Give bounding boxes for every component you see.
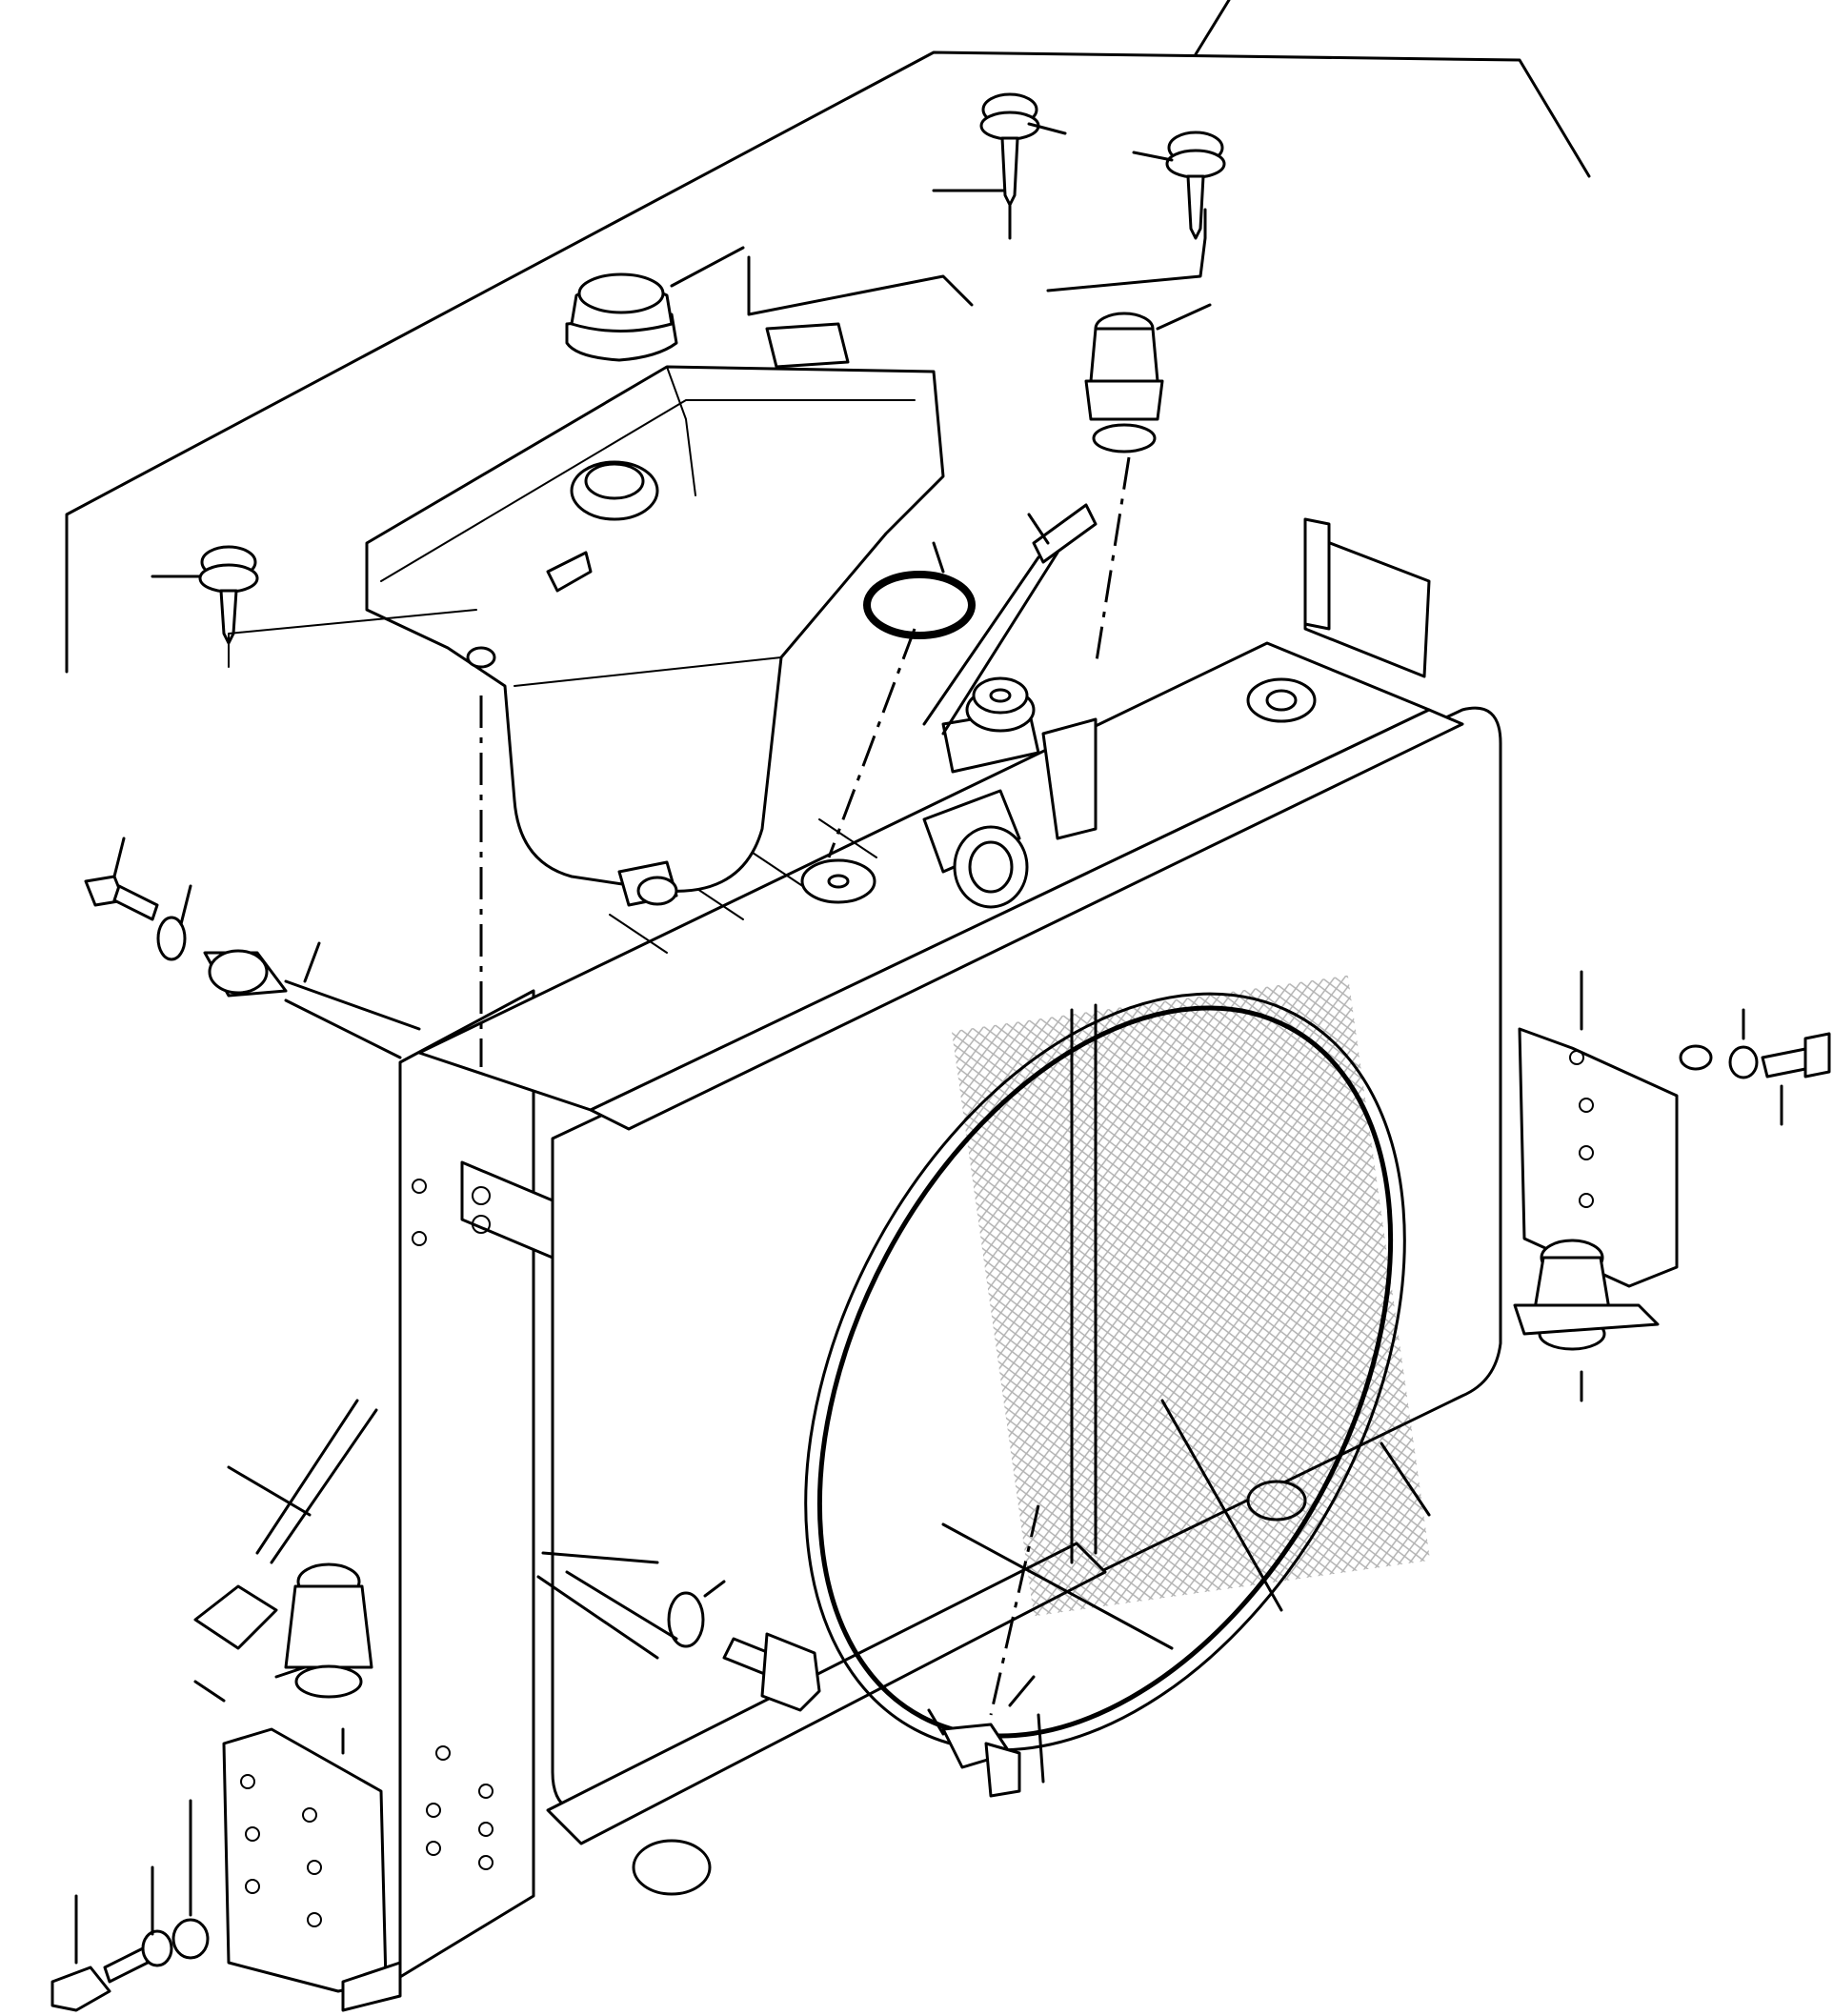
bolt-washer-left-lower — [50, 1918, 210, 2012]
stay-rod-upper — [922, 503, 1098, 736]
frame-holes — [412, 1179, 494, 1870]
bolt-washer-left-upper — [84, 875, 421, 1059]
bracket-mount-left — [222, 1727, 402, 2012]
leader-lines — [74, 122, 1783, 1965]
screw-top-right — [1165, 131, 1226, 240]
alignment-lines — [228, 456, 1131, 1716]
rubber-mount-upper — [1084, 312, 1164, 454]
fan-shroud-ring — [804, 975, 1431, 1752]
rubber-mount-lower — [284, 1562, 373, 1699]
screw-left — [198, 545, 259, 645]
group-frame-lines — [65, 0, 1591, 674]
drain-cock — [941, 1713, 1045, 1798]
bolt-washer-front — [667, 1591, 821, 1712]
screw-top-left — [979, 92, 1040, 207]
radiator-cap — [565, 272, 678, 362]
bracket-mount-right — [1513, 1027, 1831, 1351]
tapping-screws — [198, 92, 1226, 645]
o-ring — [863, 571, 976, 639]
reservoir-tank — [365, 322, 945, 907]
stay-rod-lower — [193, 1399, 378, 1650]
